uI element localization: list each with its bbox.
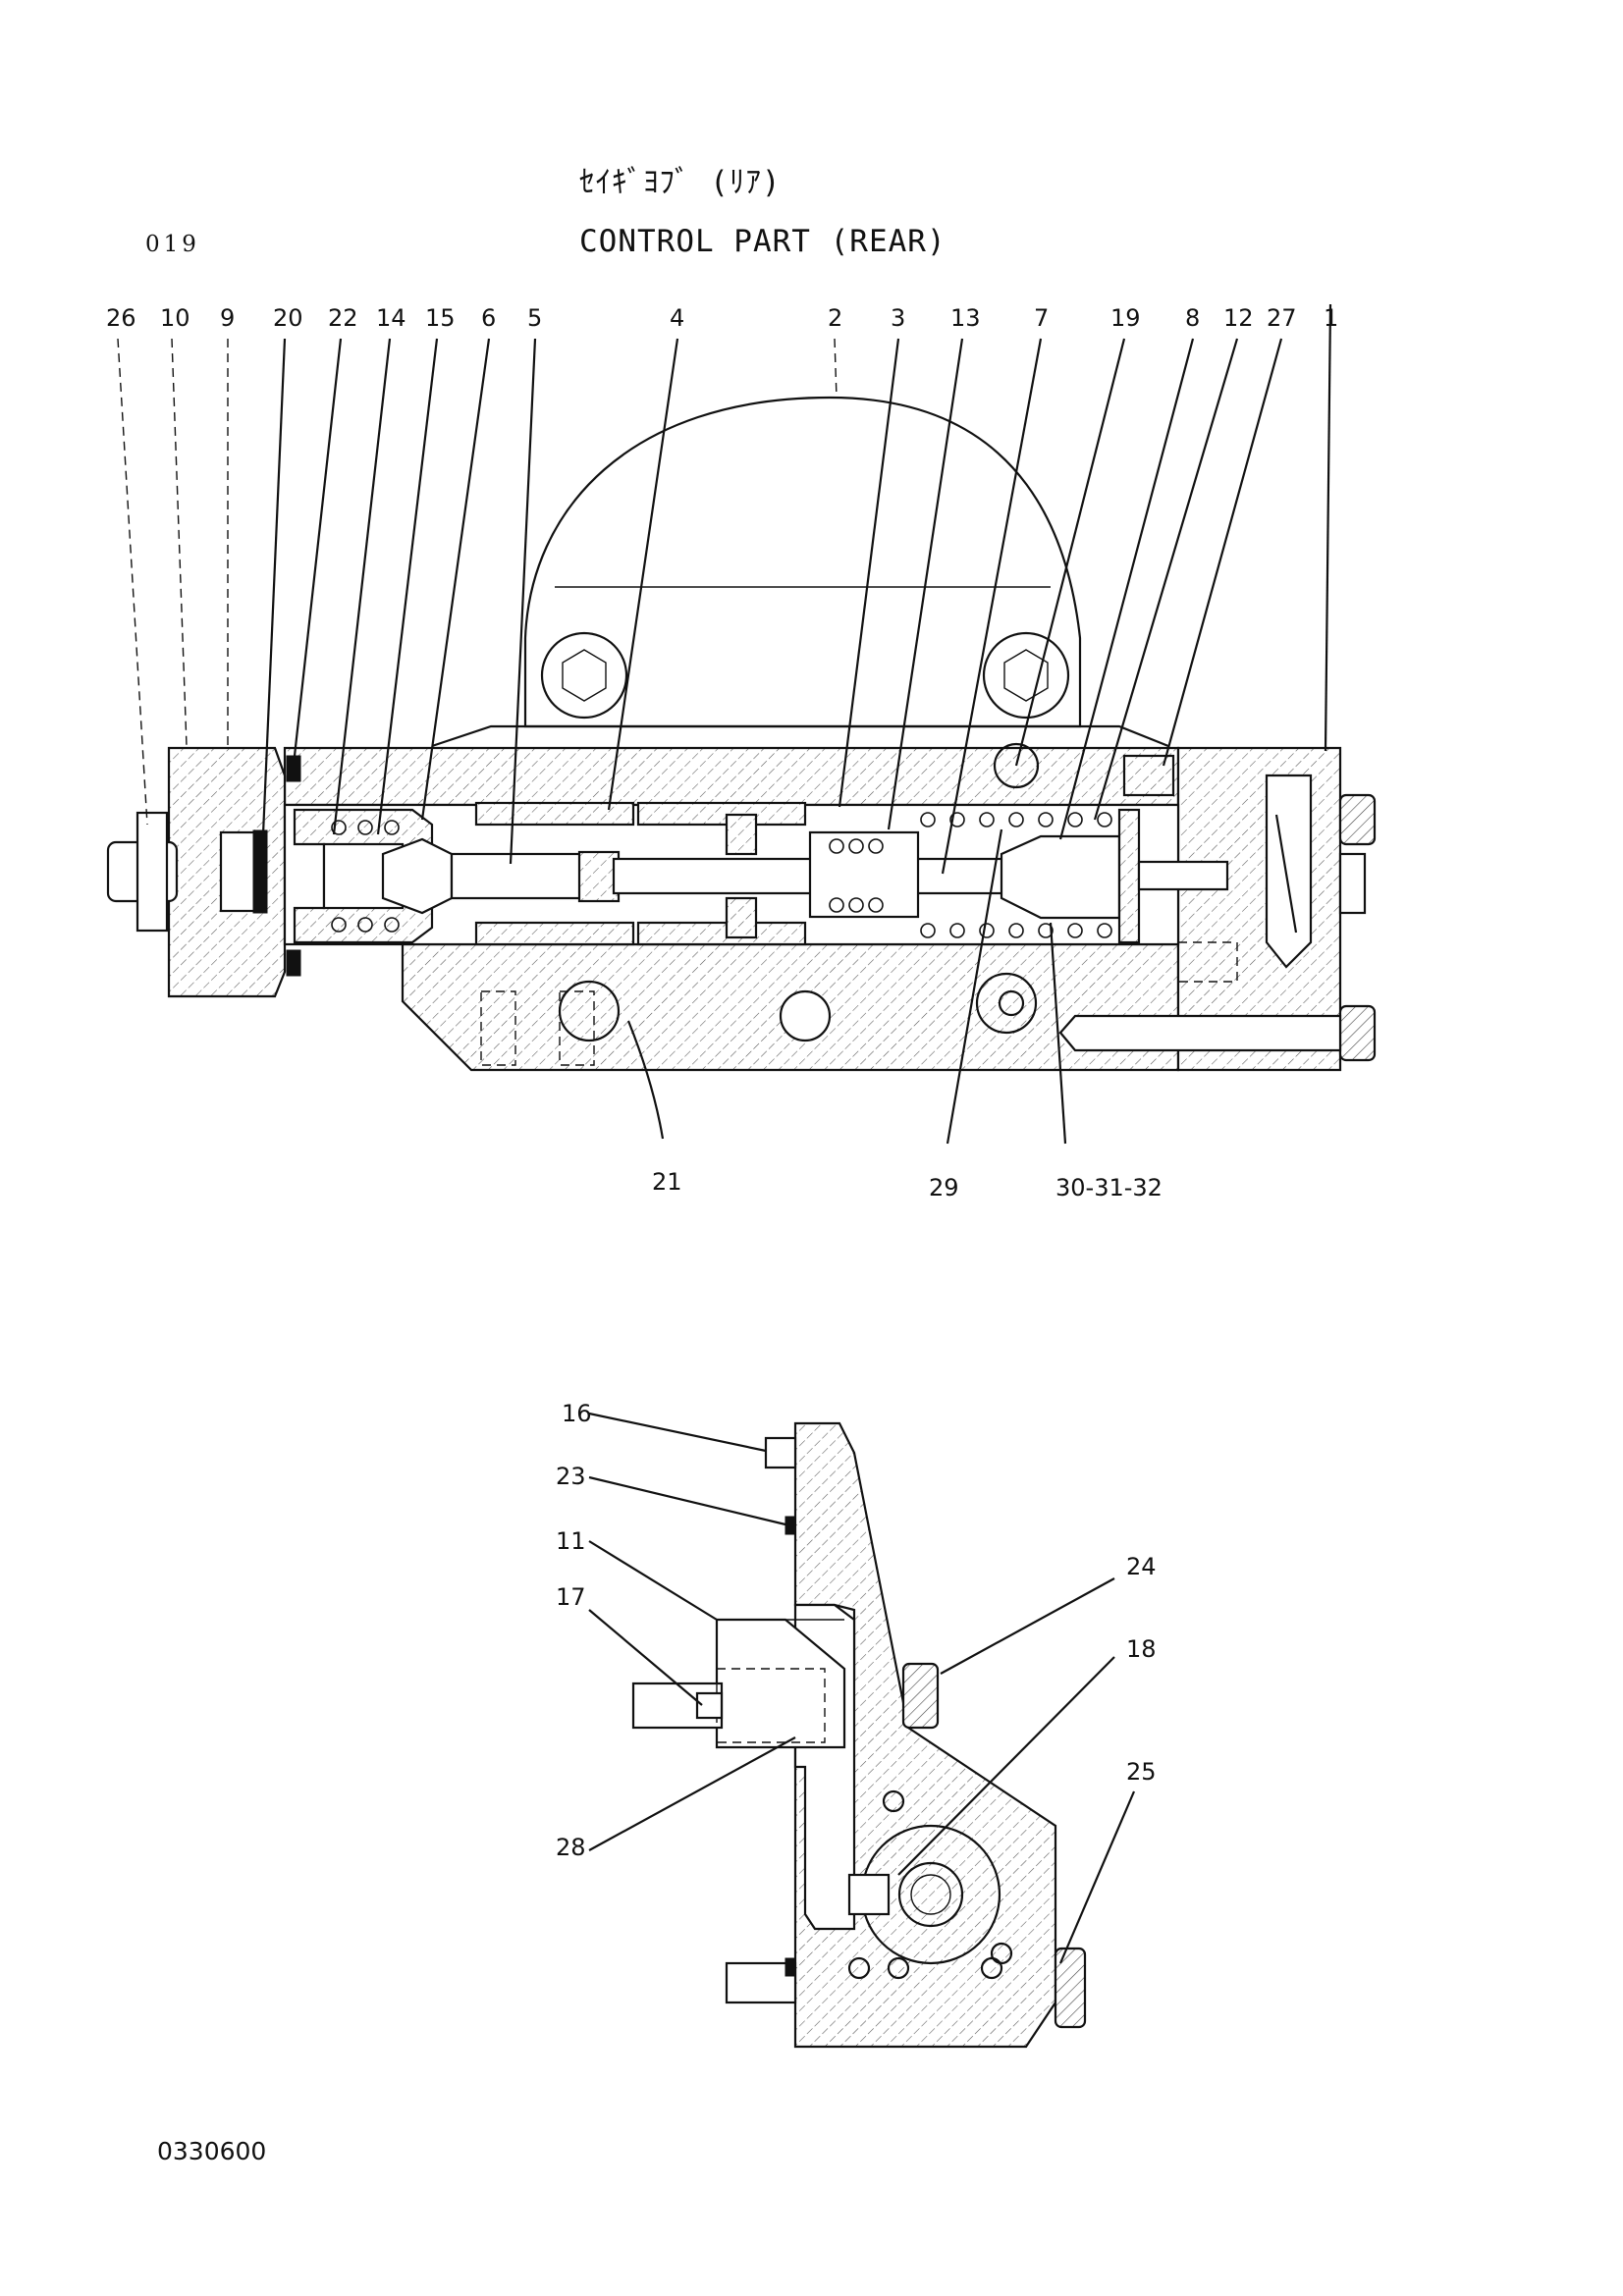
callout-24: 24 [1126, 1553, 1157, 1580]
drawing-code: 0330600 [157, 2137, 266, 2165]
callout-6: 6 [481, 304, 496, 332]
callout-20: 20 [273, 304, 303, 332]
callout-4: 4 [670, 304, 684, 332]
callout-9: 9 [220, 304, 235, 332]
callout-19: 19 [1110, 304, 1141, 332]
callout-2: 2 [828, 304, 842, 332]
callout-5: 5 [527, 304, 542, 332]
lower-section-view [631, 1421, 1087, 2049]
callout-17: 17 [556, 1583, 586, 1611]
callout-27: 27 [1267, 304, 1297, 332]
callout-30-31-32: 30-31-32 [1055, 1174, 1163, 1201]
upper-top-label-row: 26 10 9 20 22 14 15 6 5 4 2 3 13 7 19 8 … [106, 304, 1338, 332]
upper-section-view [106, 396, 1377, 1072]
callout-11: 11 [556, 1527, 586, 1555]
callout-29: 29 [929, 1174, 959, 1201]
callout-28: 28 [556, 1834, 586, 1861]
page-number: 019 [145, 232, 200, 257]
callout-16: 16 [562, 1400, 592, 1427]
callout-23: 23 [556, 1463, 586, 1490]
callout-26: 26 [106, 304, 136, 332]
title-english: CONTROL PART (REAR) [579, 224, 947, 259]
callout-10: 10 [160, 304, 190, 332]
callout-3: 3 [891, 304, 905, 332]
lower-label-set: 16 23 11 17 28 24 18 25 [556, 1400, 1157, 1861]
callout-7: 7 [1034, 304, 1049, 332]
spring-13 [829, 838, 884, 913]
callout-12: 12 [1223, 304, 1254, 332]
lower-leader-lines [588, 1412, 1136, 1964]
upper-bottom-label-row: 21 29 30-31-32 [652, 1168, 1163, 1201]
callout-15: 15 [425, 304, 456, 332]
callout-14: 14 [376, 304, 406, 332]
callout-22: 22 [328, 304, 358, 332]
upper-leader-lines [117, 303, 1332, 1145]
callout-1: 1 [1324, 304, 1338, 332]
callout-8: 8 [1185, 304, 1200, 332]
callout-25: 25 [1126, 1758, 1157, 1786]
callout-13: 13 [950, 304, 981, 332]
callout-21: 21 [652, 1168, 682, 1196]
spring-8 [920, 812, 1112, 938]
title-japanese: ｾｲｷﾞﾖﾌﾞ (ﾘｱ) [579, 165, 782, 200]
callout-18: 18 [1126, 1635, 1157, 1663]
